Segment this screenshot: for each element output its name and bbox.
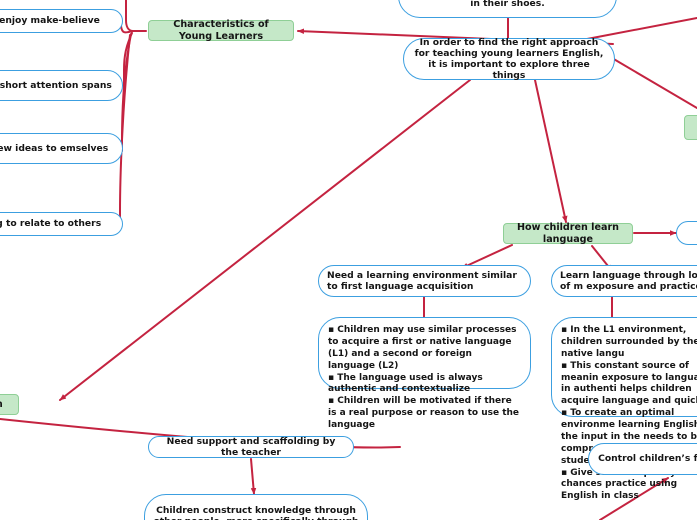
node-exposure-details[interactable]: In the L1 environment, children surround… bbox=[551, 317, 697, 501]
node-label: learning to relate to others bbox=[0, 218, 102, 230]
node-label: Need support and scaffolding by the teac… bbox=[166, 435, 336, 458]
node-explore-three-things[interactable]: In order to find the right approach for … bbox=[403, 36, 615, 82]
node-label: in depth and be able to put ourselves in… bbox=[470, 0, 545, 9]
node-bullet-list: In the L1 environment, children surround… bbox=[561, 325, 697, 503]
node-put-ourselves-in-their-shoes[interactable]: in depth and be able to put ourselves in… bbox=[398, 0, 617, 18]
node-meaningful-exposure-and-practice[interactable]: Learn language through lots of m exposur… bbox=[551, 265, 697, 297]
node-relate-new-ideas[interactable]: d relate new ideas to emselves bbox=[0, 133, 123, 164]
node-label: Characteristics of Young Learners bbox=[173, 18, 269, 42]
bullet-item: This constant source of meanin exposure … bbox=[561, 361, 697, 409]
node-characteristics-of-young-learners[interactable]: Characteristics of Young Learners bbox=[148, 18, 294, 42]
node-label: Control children’s fru tas bbox=[598, 453, 697, 465]
node-learning-environment[interactable]: Need a learning environment similar to f… bbox=[318, 265, 531, 297]
node-short-attention[interactable]: and have short attention spans bbox=[0, 70, 123, 101]
node-label: Learn language through lots of m exposur… bbox=[560, 269, 697, 292]
node-label: and have short attention spans bbox=[0, 79, 112, 91]
node-label: How children learn language bbox=[516, 221, 620, 245]
node-control-frustration[interactable]: Control children’s fru tas bbox=[588, 443, 697, 475]
node-bottom-left-clipped-green[interactable]: am bbox=[0, 394, 19, 415]
node-bullet-list: Children may use similar processes to ac… bbox=[328, 325, 521, 432]
bullet-item: The language used is always authentic an… bbox=[328, 373, 521, 397]
bullet-item: Children may use similar processes to ac… bbox=[328, 325, 521, 373]
node-construct-knowledge[interactable]: Children construct knowledge through oth… bbox=[144, 494, 368, 520]
node-label: Need a learning environment similar to f… bbox=[327, 269, 517, 292]
node-need-support-scaffolding[interactable]: Need support and scaffolding by the teac… bbox=[148, 436, 354, 458]
node-l1-l2-details[interactable]: Children may use similar processes to ac… bbox=[318, 317, 531, 430]
node-label: am bbox=[0, 399, 10, 411]
node-relate-to-others[interactable]: learning to relate to others bbox=[0, 212, 123, 236]
node-label: d relate new ideas to emselves bbox=[0, 142, 109, 154]
node-right-clipped-green[interactable] bbox=[684, 115, 697, 140]
bullet-item: In the L1 environment, children surround… bbox=[561, 325, 697, 361]
node-make-believe[interactable]: ve and enjoy make-believe bbox=[0, 9, 123, 33]
bullet-item: Children will be motivated if there is a… bbox=[328, 396, 521, 432]
node-right-clipped-blue[interactable] bbox=[676, 221, 697, 245]
node-label: In order to find the right approach for … bbox=[414, 36, 604, 82]
node-label: Children construct knowledge through oth… bbox=[153, 504, 358, 520]
node-label: ve and enjoy make-believe bbox=[0, 15, 100, 27]
node-how-children-learn-language[interactable]: How children learn language bbox=[503, 221, 633, 245]
